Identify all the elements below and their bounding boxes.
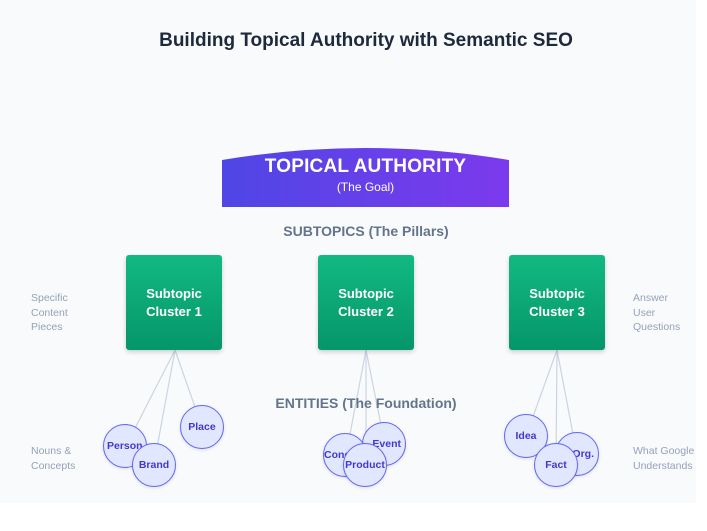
subtopic-cluster-1: Subtopic Cluster 1 (126, 255, 222, 350)
page-edge (696, 0, 707, 531)
diagram-canvas (0, 0, 696, 503)
goal-title: TOPICAL AUTHORITY (264, 156, 467, 177)
side-note-line: Content (31, 306, 68, 319)
cluster-2-label-line2: Cluster 2 (338, 303, 394, 319)
goal-subtitle: (The Goal) (336, 180, 395, 194)
side-note-specific-content: Specific Content Pieces (31, 291, 121, 335)
entities-label: ENTITIES (The Foundation) (275, 395, 457, 411)
subtopic-cluster-3: Subtopic Cluster 3 (509, 255, 605, 350)
entity-brand: Brand (132, 443, 176, 487)
side-note-what-google-understands: What Google Understands (633, 444, 703, 473)
side-note-nouns-concepts: Nouns & Concepts (31, 444, 121, 473)
side-note-line: Nouns & (31, 445, 72, 457)
side-note-line: User (633, 306, 656, 319)
subtopics-label: SUBTOPICS (The Pillars) (283, 223, 449, 239)
subtopic-cluster-2: Subtopic Cluster 2 (318, 255, 414, 350)
side-note-line: Specific (31, 292, 68, 304)
side-note-line: Understands (633, 459, 693, 472)
side-note-line: Answer (633, 292, 669, 304)
diagram-title: Building Topical Authority with Semantic… (159, 30, 573, 51)
entity-place: Place (180, 405, 224, 449)
cluster-3-label-line2: Cluster 3 (529, 303, 585, 319)
goal-banner-shape (222, 148, 509, 207)
cluster-1-label-line1: Subtopic (146, 285, 202, 301)
cluster-2-label-line1: Subtopic (338, 285, 394, 301)
topical-authority-goal: TOPICAL AUTHORITY (The Goal) (222, 148, 509, 207)
side-note-line: Questions (633, 321, 681, 333)
cluster-1-label-line2: Cluster 1 (146, 303, 202, 319)
side-note-line: Pieces (31, 321, 63, 333)
cluster-3-label-line1: Subtopic (529, 285, 585, 301)
side-note-line: Concepts (31, 459, 76, 472)
side-note-line: What Google (633, 445, 695, 457)
entity-fact: Fact (534, 443, 578, 487)
side-note-answer-questions: Answer User Questions (633, 291, 703, 335)
entity-product: Product (343, 443, 387, 487)
